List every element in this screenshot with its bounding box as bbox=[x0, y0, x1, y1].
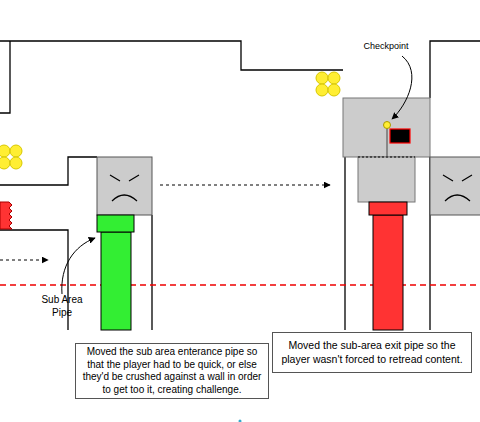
terrain-ceiling bbox=[0, 41, 343, 70]
thwomp-enemy bbox=[430, 157, 480, 215]
annotation-label: Sub Area Pipe bbox=[36, 294, 88, 319]
leader-arrow bbox=[392, 56, 412, 119]
checkpoint-flag bbox=[384, 122, 411, 157]
leader-arrow bbox=[62, 238, 95, 294]
checkpoint-platform bbox=[358, 157, 415, 202]
note-box: Moved the sub area enterance pipe so tha… bbox=[75, 343, 269, 399]
note-text: Moved the sub area enterance pipe so tha… bbox=[80, 346, 264, 396]
platform-edge bbox=[358, 157, 415, 158]
terrain-ledge bbox=[0, 157, 97, 185]
marker-dot bbox=[239, 420, 242, 422]
entrance-pipe bbox=[97, 215, 134, 330]
terrain-wall bbox=[151, 215, 152, 330]
terrain-wall bbox=[344, 157, 345, 330]
annotation-label: Checkpoint bbox=[355, 41, 417, 52]
movement-arrow bbox=[160, 185, 330, 186]
note-box: Moved the sub-area exit pipe so the play… bbox=[272, 332, 472, 373]
note-text: Moved the sub-area exit pipe so the play… bbox=[277, 339, 467, 365]
checkpoint-platform bbox=[343, 98, 430, 157]
terrain-wall bbox=[0, 41, 10, 113]
thwomp-enemy bbox=[97, 157, 152, 215]
movement-arrow bbox=[0, 260, 48, 261]
exit-pipe bbox=[369, 202, 407, 330]
terrain-wall bbox=[430, 41, 480, 98]
coin-cluster bbox=[0, 72, 340, 169]
hazard-block bbox=[0, 202, 12, 229]
death-line bbox=[0, 284, 480, 285]
